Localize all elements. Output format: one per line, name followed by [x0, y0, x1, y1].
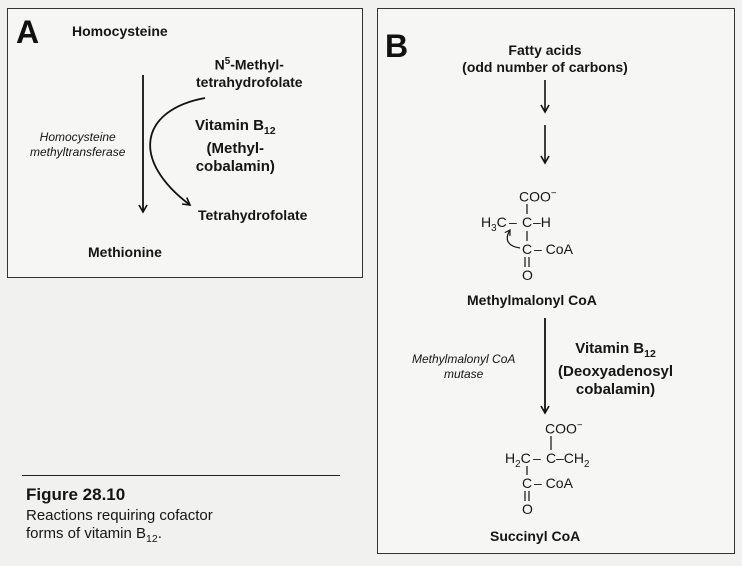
methyl-thf-line2: tetrahydrofolate	[196, 73, 303, 90]
sc-coa: – CoA	[534, 475, 573, 491]
mm-o: O	[522, 267, 533, 283]
enzyme-a-line1: Homocysteine	[39, 130, 116, 144]
caption-line2-end: .	[157, 525, 162, 542]
sc-o: O	[522, 501, 533, 517]
enzyme-b-label: Methylmalonyl CoA mutase	[412, 352, 515, 382]
fatty-acids-line2: (odd number of carbons)	[462, 59, 628, 75]
methyl-thf-n: N	[214, 56, 225, 73]
mm-coa: – CoA	[534, 241, 573, 257]
sc-center-c: C	[546, 450, 557, 466]
sc-h2c-2: 2	[515, 458, 521, 470]
tetrahydrofolate-label: Tetrahydrofolate	[198, 207, 308, 223]
vitamin-b-text: Vitamin B	[575, 340, 645, 357]
sc-coo-charge: −	[576, 420, 583, 431]
mm-h3c-c: C	[496, 214, 507, 230]
figure-caption: Reactions requiring cofactor forms of vi…	[26, 507, 213, 548]
enzyme-a-line2: methyltransferase	[30, 145, 126, 159]
caption-line1: Reactions requiring cofactor	[26, 507, 213, 524]
sc-h2c: H2C	[505, 450, 531, 470]
methylmalonyl-coa-label: Methylmalonyl CoA	[467, 292, 597, 308]
homocysteine-label: Homocysteine	[72, 23, 168, 39]
panel-b	[377, 8, 735, 554]
sc-dash: –	[533, 450, 541, 466]
sc-coo: COO−	[545, 420, 583, 437]
mm-h3c-3: 3	[491, 222, 497, 234]
caption-rule	[22, 475, 340, 476]
methyl-thf-sup: 5	[224, 56, 231, 67]
sc-h2c-h: H	[505, 450, 516, 466]
panel-a	[7, 8, 363, 278]
fatty-acids-label: Fatty acids (odd number of carbons)	[440, 42, 650, 76]
mm-dash: –	[509, 214, 517, 230]
vitamin-b12-a-label: Vitamin B12 (Methyl- cobalamin)	[195, 117, 276, 176]
caption-line2-sub: 12	[146, 533, 158, 545]
methionine-label: Methionine	[88, 244, 162, 260]
sc-h2c-c: C	[520, 450, 531, 466]
caption-line2-text: forms of vitamin B	[26, 525, 147, 542]
mm-h3c: H3C	[481, 214, 507, 234]
cofactor-b-line1: (Deoxyadenosyl	[558, 363, 674, 380]
figure-title: Figure 28.10	[26, 485, 126, 504]
succinyl-coa-label: Succinyl CoA	[490, 528, 581, 544]
mm-carbonyl-c: C	[522, 241, 533, 257]
methyl-thf-label: N5-Methyl- tetrahydrofolate	[196, 53, 303, 91]
sc-ch2-text: –CH	[556, 450, 585, 466]
panel-b-letter: B	[385, 28, 409, 64]
mm-center-c: C	[522, 214, 533, 230]
fatty-acids-line1: Fatty acids	[508, 42, 582, 58]
caption-line2: forms of vitamin B12.	[26, 525, 213, 548]
vitamin-a-sub: 12	[263, 125, 276, 137]
mm-h3c-h: H	[481, 214, 492, 230]
methyl-transfer-curve-arrow	[149, 97, 206, 206]
methyl-thf-rest: -Methyl-	[230, 56, 284, 73]
sc-coo-text: COO	[545, 420, 577, 437]
vitamin-b12-b-label: Vitamin B12 (Deoxyadenosyl cobalamin)	[558, 340, 673, 399]
sc-carbonyl-c: C	[522, 475, 533, 491]
enzyme-a-label: Homocysteine methyltransferase	[30, 130, 125, 160]
enzyme-b-line1: Methylmalonyl CoA	[412, 352, 516, 366]
sc-ch2-sub: 2	[584, 458, 590, 470]
vitamin-b-sub: 12	[644, 348, 656, 360]
mm-shift-arrow	[504, 229, 521, 249]
mm-coo-text: COO	[519, 188, 551, 205]
cofactor-a-line2: cobalamin)	[195, 158, 275, 175]
cofactor-a-line1: (Methyl-	[206, 140, 265, 157]
vitamin-a-text: Vitamin B	[195, 117, 264, 134]
panel-a-letter: A	[16, 14, 40, 50]
sc-ch2: –CH2	[556, 450, 589, 470]
mm-h: –H	[533, 214, 551, 230]
enzyme-b-line2: mutase	[444, 367, 484, 381]
mm-coo-charge: −	[550, 188, 557, 199]
mm-coo: COO−	[519, 188, 557, 205]
cofactor-b-line2: cobalamin)	[575, 381, 656, 398]
